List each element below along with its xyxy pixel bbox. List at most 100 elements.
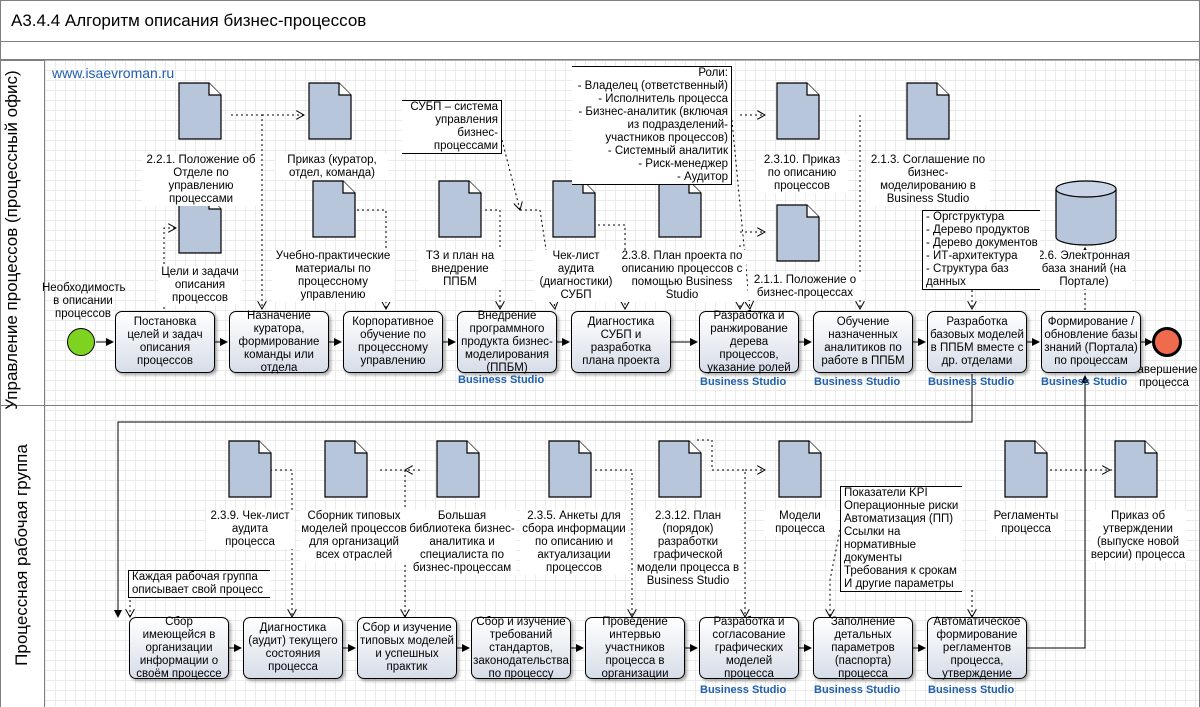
task-corporate-training[interactable]: Корпоративное обучение по процессному уп…: [343, 311, 443, 373]
task-diagnostics-plan[interactable]: Диагностика СУБП и разработка плана прое…: [571, 311, 671, 373]
document-icon[interactable]: [776, 82, 820, 140]
task-label: Разработка и согласование графических мо…: [712, 615, 786, 680]
subp-annotation: СУБП – система управления бизнес-процесс…: [402, 100, 502, 154]
lane-header-bottom: [0, 405, 45, 707]
document-label: Модели процесса: [764, 510, 836, 536]
tool-label: Business Studio: [814, 684, 901, 696]
task-label: Сбор и изучение требований стандартов, з…: [473, 615, 569, 680]
task-passport[interactable]: Заполнение детальных параметров (паспорт…: [813, 615, 913, 680]
task-label: Автоматическое формирование регламентов …: [933, 615, 1021, 680]
role-item: - Системный аналитик: [607, 145, 728, 157]
document-label: Сборник типовых моделей процессов для ор…: [300, 510, 408, 562]
page-title: А3.4.4 Алгоритм описания бизнес-процессо…: [11, 11, 367, 30]
task-label: Диагностика СУБП и разработка плана прое…: [582, 316, 660, 367]
start-event[interactable]: [67, 328, 95, 356]
task-typical-models[interactable]: Сбор и изучение типовых моделей и успешн…: [357, 617, 457, 679]
document-label: 2.3.8. План проекта по описанию процессо…: [618, 250, 746, 302]
document-label: 2.2.1. Положение об Отделе по управлению…: [142, 154, 260, 206]
document-label: Регламенты процесса: [988, 510, 1064, 536]
document-icon[interactable]: [228, 440, 272, 498]
document-icon[interactable]: [776, 204, 820, 262]
document-label: 2.1.1. Положение о бизнес-процессах: [748, 274, 862, 300]
task-implement-software[interactable]: Внедрение программного продукта бизнес-м…: [457, 310, 557, 374]
structure-item: - Дерево документов: [926, 237, 1038, 249]
roles-title: Роли:: [698, 67, 728, 79]
structure-item: - Структура баз данных: [926, 263, 1009, 288]
role-item: - Аудитор: [677, 171, 728, 183]
role-item: - Бизнес-аналитик (включая из подразделе…: [578, 106, 728, 144]
document-label: Цели и задачи описания процессов: [158, 266, 242, 305]
tool-label: Business Studio: [700, 684, 787, 696]
task-label: Формирование / обновление базы знаний (П…: [1044, 316, 1138, 367]
tool-label: Business Studio: [700, 376, 787, 388]
document-label: Приказ (куратор, отдел, команда): [276, 154, 388, 180]
task-knowledge-base[interactable]: Формирование / обновление базы знаний (П…: [1041, 311, 1141, 373]
document-icon[interactable]: [658, 440, 702, 498]
task-collect-info[interactable]: Сбор имеющейся в организации информации …: [129, 615, 229, 680]
task-train-analysts[interactable]: Обучение назначенных аналитиков по работ…: [813, 311, 913, 373]
document-icon[interactable]: [308, 82, 352, 140]
document-label: 2.1.3. Соглашение по бизнес-моделировани…: [866, 154, 990, 206]
task-label: Проведение интервью участников процесса …: [601, 615, 669, 680]
document-icon[interactable]: [658, 180, 702, 238]
structure-item: - Дерево продуктов: [926, 224, 1030, 236]
role-item: - Владелец (ответственный): [577, 80, 728, 92]
param-item: Операционные риски: [844, 500, 959, 512]
end-event[interactable]: [1152, 327, 1182, 357]
task-graphic-models[interactable]: Разработка и согласование графических мо…: [699, 615, 799, 680]
lane-header-top: [0, 60, 45, 405]
task-label: Сбор имеющейся в организации информации …: [136, 615, 222, 680]
document-icon[interactable]: [1004, 440, 1048, 498]
task-base-models[interactable]: Разработка базовых моделей в ППБМ вместе…: [927, 311, 1027, 373]
task-label: Разработка базовых моделей в ППБМ вместе…: [930, 316, 1024, 367]
document-label: 2.3.12. План (порядок) разработки графич…: [636, 510, 740, 588]
task-set-goals[interactable]: Постановка целей и задач описания процес…: [115, 311, 215, 373]
task-process-tree[interactable]: Разработка и ранжирование дерева процесс…: [699, 309, 799, 374]
param-item: И другие параметры: [844, 578, 954, 590]
role-item: - Исполнитель процесса: [598, 93, 728, 105]
params-annotation: Показатели KPI Операционные риски Автома…: [840, 486, 962, 592]
website-link[interactable]: www.isaevroman.ru: [52, 65, 175, 81]
task-assign-curator[interactable]: Назначение куратора, формирование команд…: [229, 310, 329, 374]
task-audit-process[interactable]: Диагностика (аудит) текущего состояния п…: [243, 617, 343, 679]
document-icon[interactable]: [178, 82, 222, 140]
document-label: 2.3.10. Приказ по описанию процессов: [756, 154, 848, 193]
param-item: Показатели KPI: [844, 487, 928, 499]
task-label: Заполнение детальных параметров (паспорт…: [830, 615, 896, 680]
document-label: 2.3.5. Анкеты для сбора информации по оп…: [520, 510, 628, 575]
tool-label: Business Studio: [928, 376, 1015, 388]
lane-separator: [0, 405, 1198, 406]
task-label: Диагностика (аудит) текущего состояния п…: [248, 622, 338, 673]
param-item: Требования к срокам: [844, 565, 957, 577]
end-event-label: Завершение процесса: [1130, 364, 1198, 389]
document-label: Большая библиотека бизнес-аналитика и сп…: [408, 510, 516, 575]
document-icon[interactable]: [438, 180, 482, 238]
database-icon[interactable]: [1054, 180, 1118, 246]
task-interviews[interactable]: Проведение интервью участников процесса …: [585, 615, 685, 680]
document-icon[interactable]: [906, 82, 950, 140]
task-label: Разработка и ранжирование дерева процесс…: [707, 309, 791, 374]
document-icon[interactable]: [552, 180, 596, 238]
document-icon[interactable]: [1114, 440, 1158, 498]
tool-label: Business Studio: [1041, 376, 1128, 388]
document-label: 2.3.9. Чек-лист аудита процесса: [206, 510, 294, 549]
document-label: Приказ об утверждении (выпуске новой вер…: [1090, 510, 1186, 562]
task-label: Сбор и изучение типовых моделей и успешн…: [360, 622, 454, 673]
document-icon[interactable]: [312, 180, 356, 238]
document-label: Чек-лист аудита (диагностики) СУБП: [534, 250, 618, 302]
structure-item: - Оргструктура: [926, 211, 1005, 223]
document-icon[interactable]: [324, 440, 368, 498]
document-icon[interactable]: [548, 440, 592, 498]
tool-label: Business Studio: [458, 374, 545, 386]
tool-label: Business Studio: [814, 376, 901, 388]
task-regulations[interactable]: Автоматическое формирование регламентов …: [927, 615, 1027, 680]
structures-annotation: - Оргструктура - Дерево продуктов - Дере…: [922, 210, 1040, 290]
task-label: Обучение назначенных аналитиков по работ…: [821, 316, 905, 367]
task-standards[interactable]: Сбор и изучение требований стандартов, з…: [471, 615, 571, 680]
workgroup-annotation: Каждая рабочая группа описывает свой про…: [128, 570, 270, 598]
param-item: Автоматизация (ПП): [844, 513, 954, 525]
document-icon[interactable]: [778, 440, 822, 498]
task-label: Корпоративное обучение по процессному уп…: [352, 316, 434, 367]
document-icon[interactable]: [436, 440, 480, 498]
